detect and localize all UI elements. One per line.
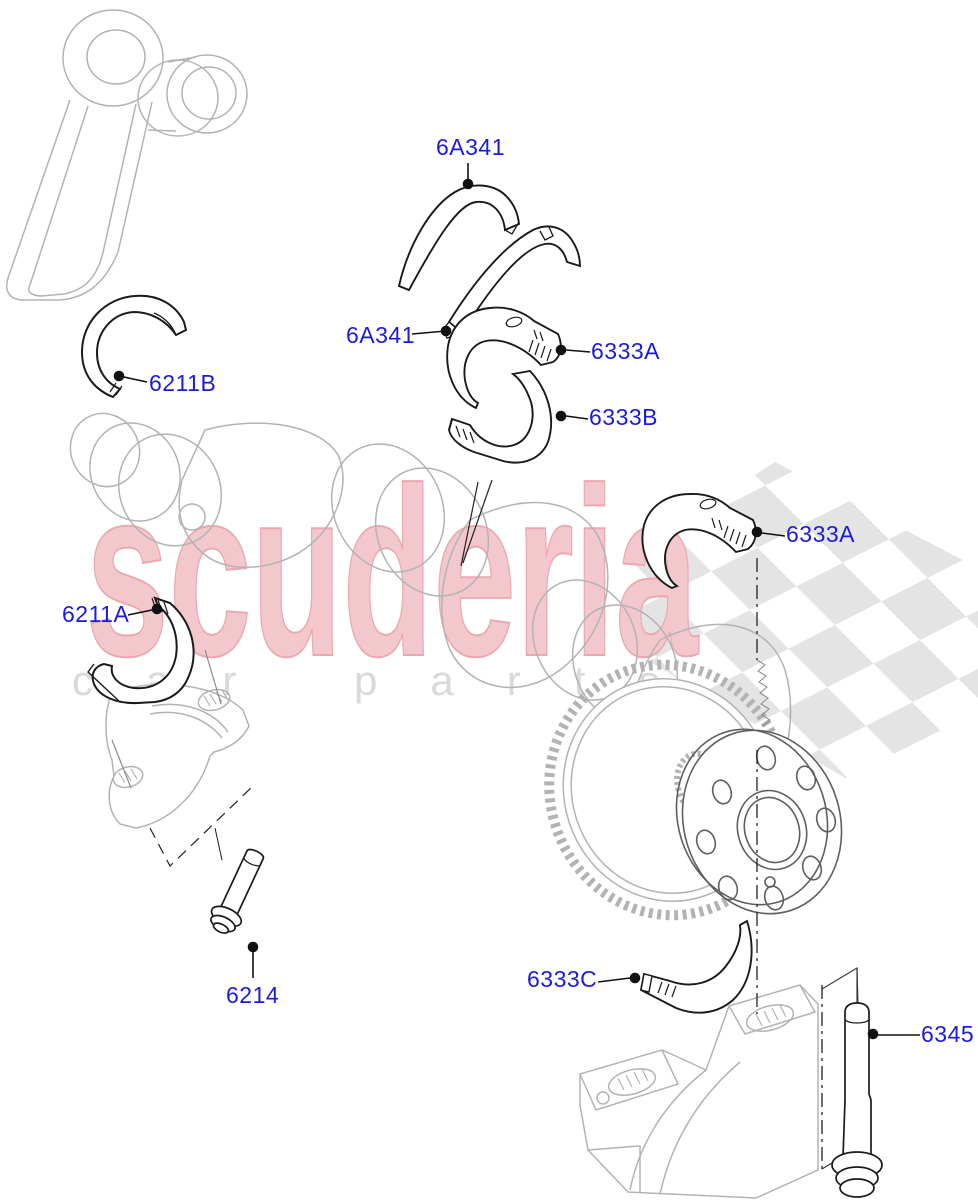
callout-label-6333b: 6333B: [589, 404, 659, 430]
callout-dot: [151, 603, 163, 615]
callout-dot: [555, 410, 567, 422]
main-bearing-cap: [579, 984, 819, 1199]
pointer-lines: [460, 479, 493, 567]
callout-leaders: [113, 163, 920, 1040]
callout-label-6333a-right: 6333A: [786, 521, 856, 547]
callout-label-6345: 6345: [921, 1021, 975, 1047]
bearing-shell-6333B: [448, 369, 552, 464]
connecting-rod-cap: [105, 649, 250, 829]
callout-dot: [440, 325, 452, 337]
callout-dot: [462, 178, 474, 190]
callout-dot: [867, 1028, 879, 1040]
callout-dot: [629, 972, 641, 984]
callout-label-6a341-left: 6A341: [346, 322, 416, 348]
crankshaft-flange: [675, 728, 843, 915]
callout-label-6333a-upper: 6333A: [591, 338, 661, 364]
bearing-shell-6211B: [80, 294, 188, 399]
callout-label-6333c: 6333C: [527, 966, 598, 992]
callout-label-6211b: 6211B: [149, 370, 217, 396]
callout-label-6214: 6214: [226, 982, 280, 1008]
callout-dot: [555, 344, 567, 356]
bolt-6345: [831, 1002, 883, 1198]
assembly-dashed-path: [149, 785, 254, 867]
bolt-6214: [210, 848, 265, 934]
connecting-rod: [6, 9, 164, 301]
bearing-shell-6333C: [639, 919, 753, 1014]
callout-dot: [113, 370, 125, 382]
callout-dot: [751, 526, 763, 538]
centerline: [756, 558, 823, 1170]
callout-label-6a341-top: 6A341: [436, 134, 506, 160]
bearing-shell-6A341-top: [397, 184, 521, 292]
bearing-shell-6211A: [87, 596, 195, 705]
callout-dot: [247, 941, 259, 953]
piston-pin-bushing: [137, 54, 248, 137]
callout-label-6211a: 6211A: [62, 601, 130, 627]
